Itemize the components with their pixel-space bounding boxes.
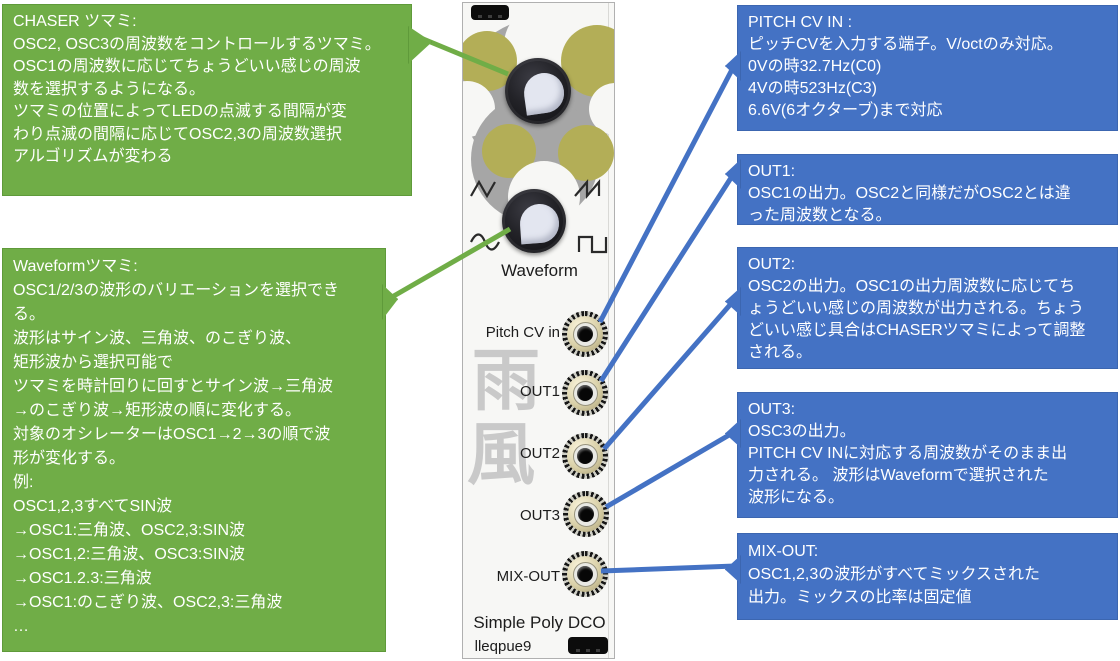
waveform-knob-pointer [518,202,561,245]
callout-pointer [725,555,741,584]
pitch-cv-callout-line [597,60,739,324]
triangle-wave-icon [470,179,496,199]
out1-jack[interactable] [562,370,608,416]
out3-label: OUT3 [519,507,560,524]
power-connector-top [471,5,509,20]
watermark-wind-kanji: 風 [467,417,536,493]
mix-out-label: MIX-OUT [496,568,560,585]
callout-pointer [382,284,398,320]
callout-body: OSC1,2,3の波形がすべてミックスされた 出力。ミックスの比率は固定値 [748,566,1041,606]
callout-title: PITCH CV IN : [748,14,853,31]
callout-pitch-cv-in: PITCH CV IN : ピッチCVを入力する端子。V/octのみ対応。 0V… [725,5,1118,131]
out1-label: OUT1 [519,383,560,400]
callout-title: CHASER ツマミ: [13,13,137,30]
callout-title: Waveformツマミ: [13,258,138,275]
pitch-cv-in-jack[interactable] [562,311,608,357]
out3-callout-line [604,428,738,510]
callout-pointer [725,419,741,448]
callout-title: OUT3: [748,401,796,418]
waveform-knob[interactable] [502,189,566,253]
mix-out-callout-line [600,563,736,574]
pitch-cv-in-label: Pitch CV in [485,324,560,341]
callout-pointer [725,159,741,189]
callout-out1: OUT1: OSC1の出力。OSC2と同様だがOSC2とは違 った周波数となる。 [725,154,1118,225]
callout-chaser-knob: CHASER ツマミ: OSC2, OSC3の周波数をコントロールするツマミ。 … [2,4,432,196]
callout-mix-out: MIX-OUT: OSC1,2,3の波形がすべてミックスされた 出力。ミックスの… [725,533,1118,620]
callout-title: OUT2: [748,256,796,273]
callout-body: OSC1/2/3の波形のバリエーションを選択でき る。 波形はサイン波、三角波、… [13,282,339,635]
callout-title: OUT1: [748,163,796,180]
sine-wave-icon [470,233,500,251]
out1-callout-line [598,168,739,383]
callout-body: OSC3の出力。 PITCH CV INに対応する周波数がそのまま出 力される。… [748,423,1068,506]
callout-pointer [725,287,741,316]
saw-wave-icon [574,179,601,199]
callout-title: MIX-OUT: [748,543,819,560]
out2-jack[interactable] [562,433,608,479]
module-author: lleqpue9 [474,638,532,655]
power-connector-bottom [568,637,608,654]
out3-jack[interactable] [563,491,609,537]
waveform-knob-label: Waveform [501,261,578,280]
square-wave-icon [577,235,608,254]
out2-callout-line [602,296,738,451]
callout-body: ピッチCVを入力する端子。V/octのみ対応。 0Vの時32.7Hz(C0) 4… [748,36,1063,119]
callout-out3: OUT3: OSC3の出力。 PITCH CV INに対応する周波数がそのまま出… [725,392,1118,518]
module-panel: Waveform 雨 風 Pitch CV in OUT1 OUT2 OUT3 … [462,2,615,659]
chaser-knob[interactable] [505,58,571,124]
out2-label: OUT2 [519,445,560,462]
chaser-knob-pointer [521,70,567,116]
callout-body: OSC1の出力。OSC2と同様だがOSC2とは違 った周波数となる。 [748,185,1071,224]
callout-pointer [408,26,432,64]
mix-out-jack[interactable] [562,551,608,597]
callout-out2: OUT2: OSC2の出力。OSC1の出力周波数に応じてち ょうどいい感じの周波… [725,247,1118,369]
callout-body: OSC2の出力。OSC1の出力周波数に応じてち ょうどいい感じの周波数が出力され… [748,278,1086,361]
callout-pointer [725,51,741,81]
module-title: Simple Poly DCO [473,613,606,632]
callout-waveform-knob: Waveformツマミ: OSC1/2/3の波形のバリエーションを選択でき る。… [2,248,398,652]
callout-body: OSC2, OSC3の周波数をコントロールするツマミ。 OSC1の周波数に応じて… [13,35,381,166]
watermark-rain-kanji: 雨 [472,343,541,419]
